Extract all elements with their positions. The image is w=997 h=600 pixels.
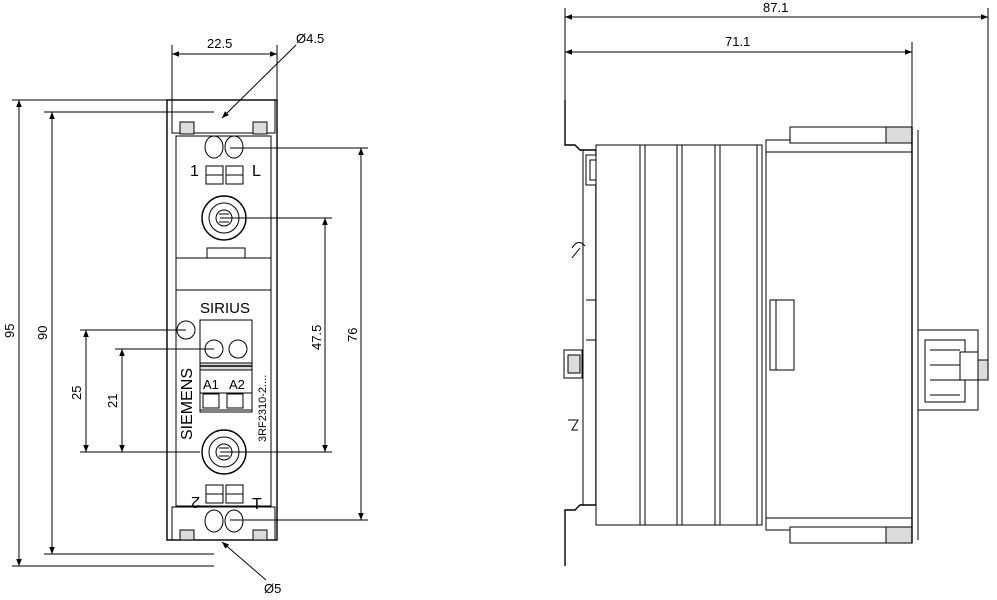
side-dimensions: 87.1 71.1 bbox=[564, 0, 989, 360]
dim-hole-bottom: Ø5 bbox=[264, 581, 281, 596]
terminal-T-label: T bbox=[252, 496, 262, 513]
dim-side-71-1: 71.1 bbox=[725, 34, 750, 49]
dim-height-25: 25 bbox=[69, 386, 84, 400]
dim-height-21: 21 bbox=[105, 394, 120, 408]
bottom-terminal-blocks bbox=[205, 484, 244, 504]
dim-height-47-5: 47.5 bbox=[309, 325, 324, 350]
dim-height-76: 76 bbox=[345, 328, 360, 342]
manufacturer-label: SIEMENS bbox=[179, 368, 196, 440]
front-dimensions: 22.5 Ø4.5 Ø5 95 90 76 47.5 25 bbox=[2, 31, 368, 596]
terminal-2-label: 2 bbox=[191, 493, 200, 510]
terminal-A1-label: A1 bbox=[203, 377, 219, 392]
front-view: 1 L SIRIUS A1 A2 bbox=[166, 99, 278, 541]
top-terminal-screws bbox=[204, 135, 244, 159]
dim-height-95: 95 bbox=[2, 324, 17, 338]
dim-side-87-1: 87.1 bbox=[763, 0, 788, 15]
side-view bbox=[563, 100, 989, 566]
dim-hole-top: Ø4.5 bbox=[296, 31, 324, 46]
terminal-A2-label: A2 bbox=[229, 377, 245, 392]
dim-height-90: 90 bbox=[35, 326, 50, 340]
bottom-terminal-screws bbox=[204, 509, 244, 533]
top-terminal-blocks bbox=[205, 165, 244, 185]
brand-label: SIRIUS bbox=[200, 300, 250, 317]
dim-width-22-5: 22.5 bbox=[207, 36, 232, 51]
terminal-L-label: L bbox=[252, 163, 261, 180]
terminal-1-label: 1 bbox=[190, 163, 199, 180]
order-number-label: 3RF2310-2.... bbox=[257, 375, 269, 442]
side-control-connector bbox=[917, 329, 989, 411]
